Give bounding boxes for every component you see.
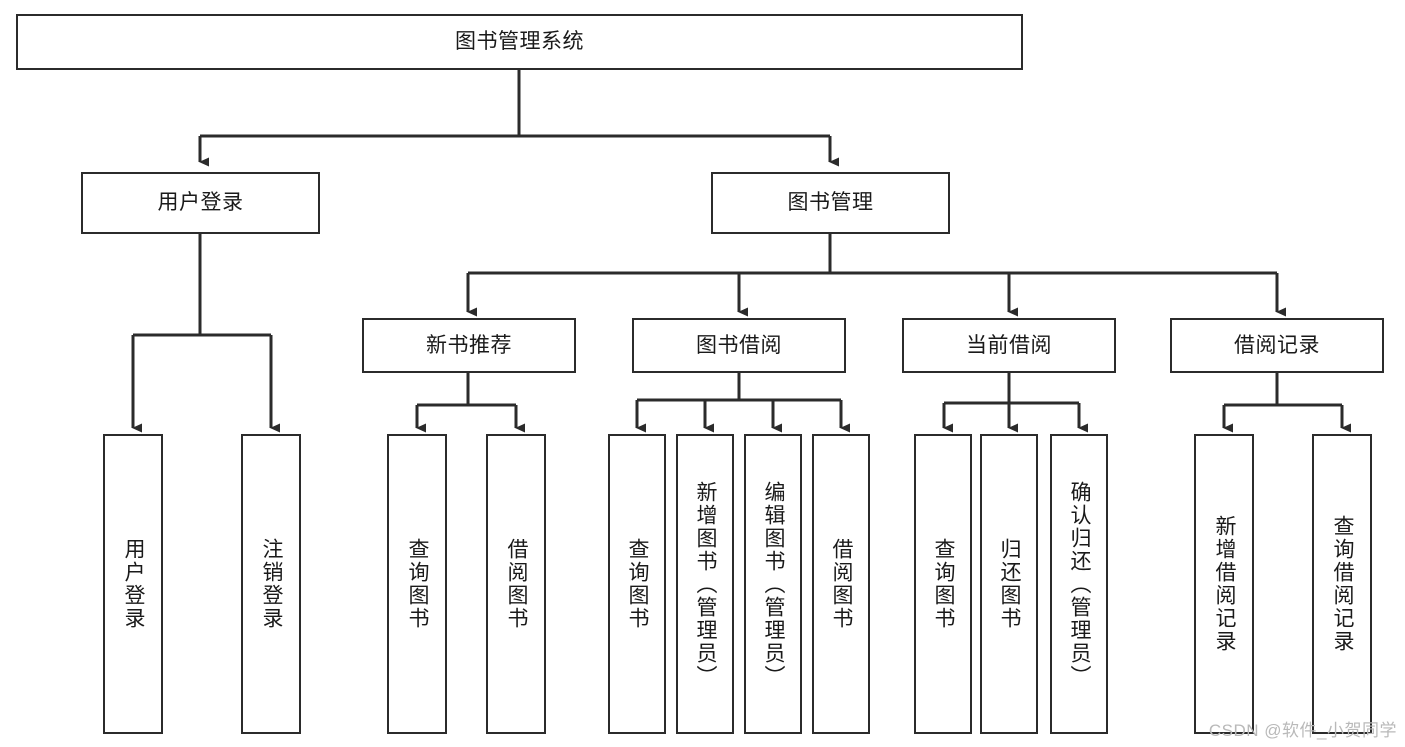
node-label: 查询图书	[932, 538, 955, 630]
node-label: 查询借阅记录	[1331, 515, 1354, 653]
node-label: 图书管理系统	[455, 30, 584, 54]
node-label: 查询图书	[626, 538, 649, 630]
node-label: 用户登录	[122, 538, 145, 630]
node-label: 新增图书（管理员）	[694, 480, 717, 688]
leaf-current-borrow-return-book[interactable]: 归还图书	[980, 434, 1038, 734]
node-user-login[interactable]: 用户登录	[81, 172, 320, 234]
node-label: 当前借阅	[966, 333, 1052, 357]
node-book-borrow[interactable]: 图书借阅	[632, 318, 846, 373]
node-label: 用户登录	[157, 191, 244, 215]
leaf-current-borrow-query-book[interactable]: 查询图书	[914, 434, 972, 734]
leaf-borrow-record-query-record[interactable]: 查询借阅记录	[1312, 434, 1372, 734]
leaf-borrow-record-add-record[interactable]: 新增借阅记录	[1194, 434, 1254, 734]
leaf-book-borrow-query-book[interactable]: 查询图书	[608, 434, 666, 734]
node-label: 新增借阅记录	[1213, 515, 1236, 653]
node-label: 借阅图书	[505, 538, 528, 630]
leaf-current-borrow-confirm-return-admin[interactable]: 确认归还（管理员）	[1050, 434, 1108, 734]
node-label: 图书借阅	[696, 333, 782, 357]
node-root-book-management-system[interactable]: 图书管理系统	[16, 14, 1023, 70]
leaf-new-book-query-book[interactable]: 查询图书	[387, 434, 447, 734]
node-label: 新书推荐	[426, 333, 512, 357]
node-label: 查询图书	[406, 538, 429, 630]
leaf-user-login-logout[interactable]: 注销登录	[241, 434, 301, 734]
csdn-watermark: CSDN @软件_小贺同学	[1208, 721, 1397, 740]
node-new-book-recommend[interactable]: 新书推荐	[362, 318, 576, 373]
node-borrow-record[interactable]: 借阅记录	[1170, 318, 1384, 373]
node-label: 编辑图书（管理员）	[762, 480, 785, 688]
leaf-new-book-borrow-book[interactable]: 借阅图书	[486, 434, 546, 734]
node-label: 图书管理	[787, 191, 874, 215]
node-current-borrow[interactable]: 当前借阅	[902, 318, 1116, 373]
node-label: 归还图书	[998, 538, 1021, 630]
node-label: 注销登录	[260, 538, 283, 630]
leaf-book-borrow-borrow-book[interactable]: 借阅图书	[812, 434, 870, 734]
node-label: 确认归还（管理员）	[1068, 480, 1091, 688]
leaf-user-login-login[interactable]: 用户登录	[103, 434, 163, 734]
node-label: 借阅记录	[1234, 333, 1320, 357]
node-book-management[interactable]: 图书管理	[711, 172, 950, 234]
leaf-book-borrow-edit-book-admin[interactable]: 编辑图书（管理员）	[744, 434, 802, 734]
node-label: 借阅图书	[830, 538, 853, 630]
leaf-book-borrow-add-book-admin[interactable]: 新增图书（管理员）	[676, 434, 734, 734]
